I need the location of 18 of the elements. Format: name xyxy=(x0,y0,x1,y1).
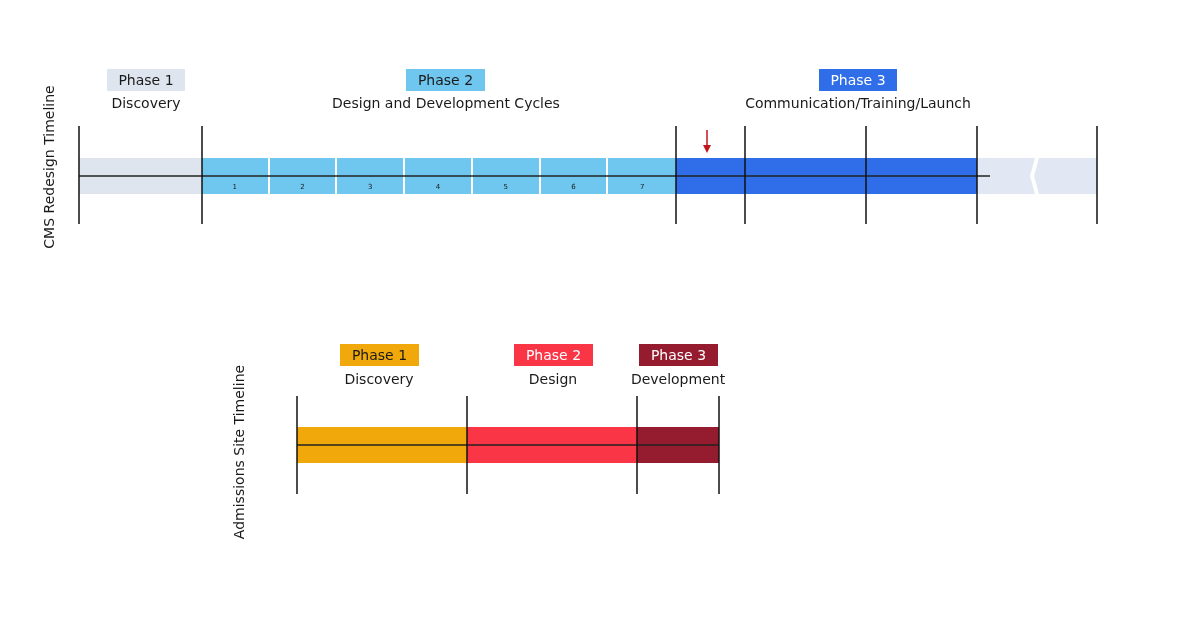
phase-description: Communication/Training/Launch xyxy=(745,95,971,111)
phase-tag: Phase 1 xyxy=(107,69,185,91)
phase-tag: Phase 1 xyxy=(340,344,419,366)
phase-tag: Phase 2 xyxy=(514,344,593,366)
phase-bar xyxy=(297,427,467,463)
phase-bar xyxy=(467,427,637,463)
phase-description: Design and Development Cycles xyxy=(332,95,560,111)
phase-bar xyxy=(637,427,719,463)
phase-description: Design xyxy=(528,371,578,387)
phase-description: Discovery xyxy=(111,95,181,111)
timeline-title: Admissions Site Timeline xyxy=(231,364,247,540)
phase-description: Development xyxy=(630,371,726,387)
phase-tag: Phase 2 xyxy=(406,69,485,91)
phase-tag: Phase 3 xyxy=(819,69,897,91)
phase-tag: Phase 3 xyxy=(639,344,718,366)
phase-bar xyxy=(79,158,202,194)
timeline-title: CMS Redesign Timeline xyxy=(41,85,57,249)
phase-description: Discovery xyxy=(344,371,414,387)
